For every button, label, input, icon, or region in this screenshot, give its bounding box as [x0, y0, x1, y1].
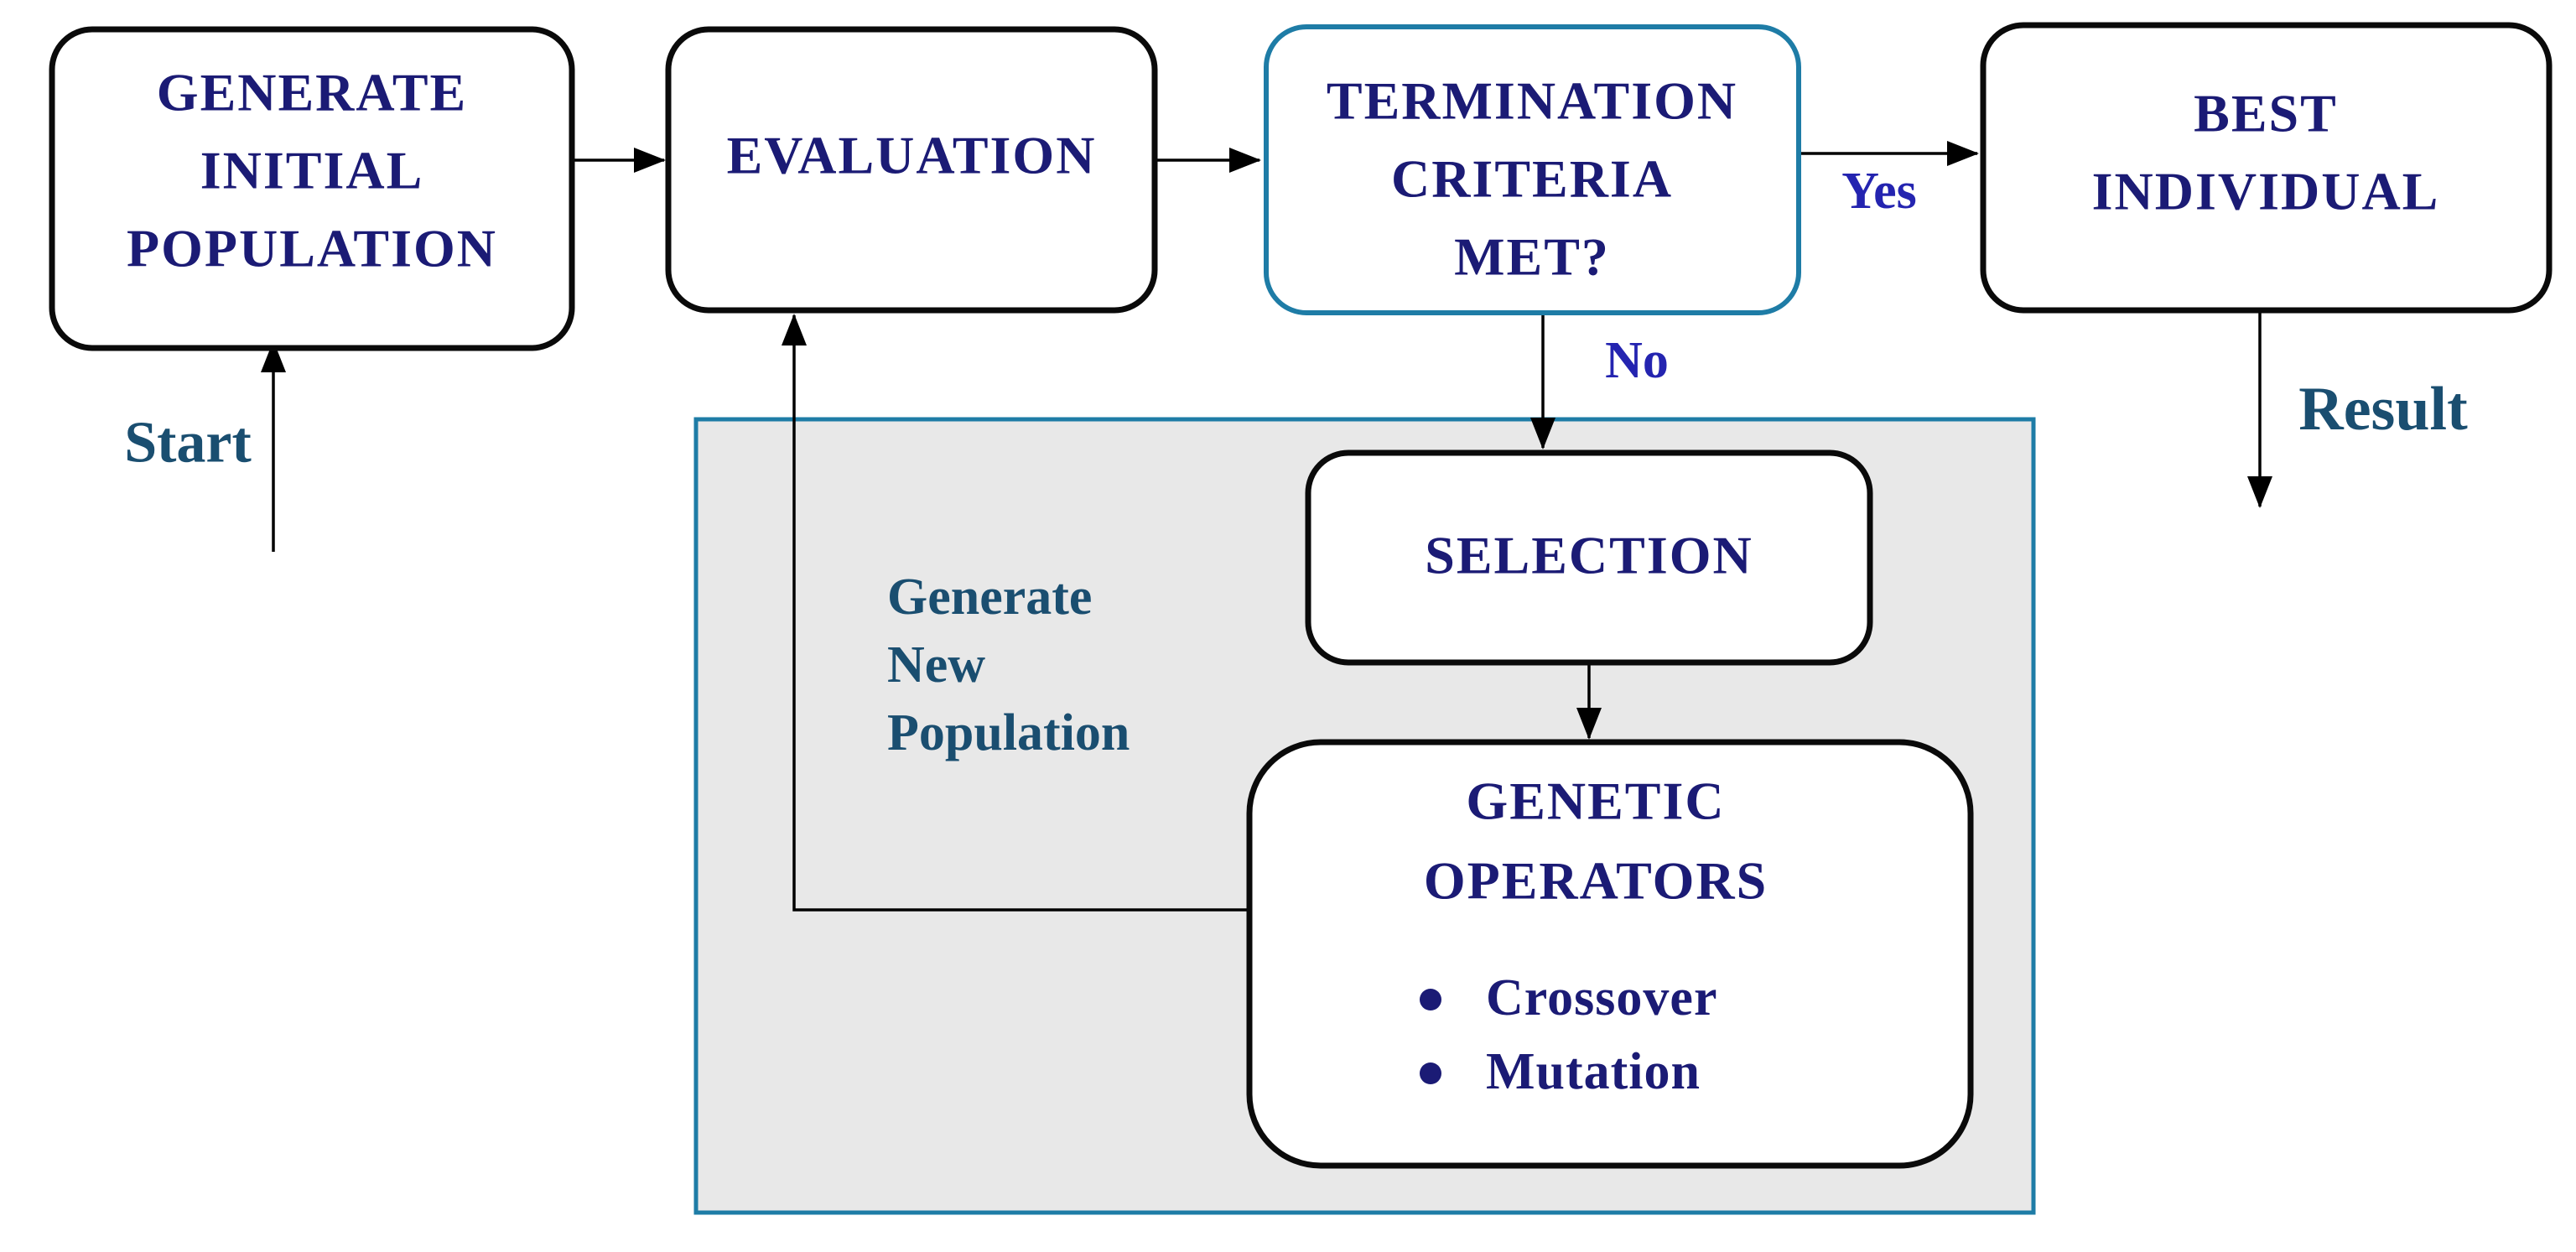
evaluation-label: EVALUATION [727, 126, 1097, 185]
best-individual-box: BEST INDIVIDUAL [1980, 22, 2553, 314]
yes-label: Yes [1841, 163, 1917, 220]
bullet-dot [1420, 1062, 1441, 1084]
genetic-operators-label: OPERATORS [1424, 851, 1768, 911]
generate-new-population-line: Generate [887, 569, 1092, 626]
evaluation-box: EVALUATION [665, 26, 1158, 314]
generate-initial-population-label: POPULATION [127, 219, 497, 278]
generate-new-population-label: Generate New Population [887, 569, 1130, 761]
generate-new-population-line: New [887, 636, 985, 694]
bullet-dot [1420, 989, 1441, 1010]
termination-criteria-label: CRITERIA [1391, 149, 1673, 209]
genetic-operators-box: GENETIC OPERATORS Crossover Mutation [1246, 739, 1974, 1169]
result-label: Result [2298, 375, 2468, 444]
start-label: Start [124, 411, 252, 475]
selection-box: SELECTION [1305, 449, 1873, 666]
no-label: No [1605, 332, 1669, 389]
generate-initial-population-box: GENERATE INITIAL POPULATION [49, 26, 575, 351]
selection-label: SELECTION [1425, 526, 1753, 585]
termination-criteria-label: TERMINATION [1327, 71, 1737, 131]
best-individual-label: INDIVIDUAL [2092, 162, 2440, 221]
mutation-bullet-item: Mutation [1486, 1043, 1701, 1100]
best-individual-label: BEST [2194, 84, 2338, 143]
genetic-operators-label: GENETIC [1466, 771, 1725, 831]
crossover-bullet-item: Crossover [1486, 969, 1717, 1026]
generate-initial-population-label: INITIAL [200, 141, 424, 200]
generate-new-population-line: Population [887, 704, 1130, 761]
termination-criteria-box: TERMINATION CRITERIA MET? [1264, 24, 1801, 315]
arrow-feedback-to-evaluation [782, 314, 1249, 912]
generate-initial-population-label: GENERATE [157, 63, 467, 122]
termination-criteria-label: MET? [1454, 227, 1610, 287]
